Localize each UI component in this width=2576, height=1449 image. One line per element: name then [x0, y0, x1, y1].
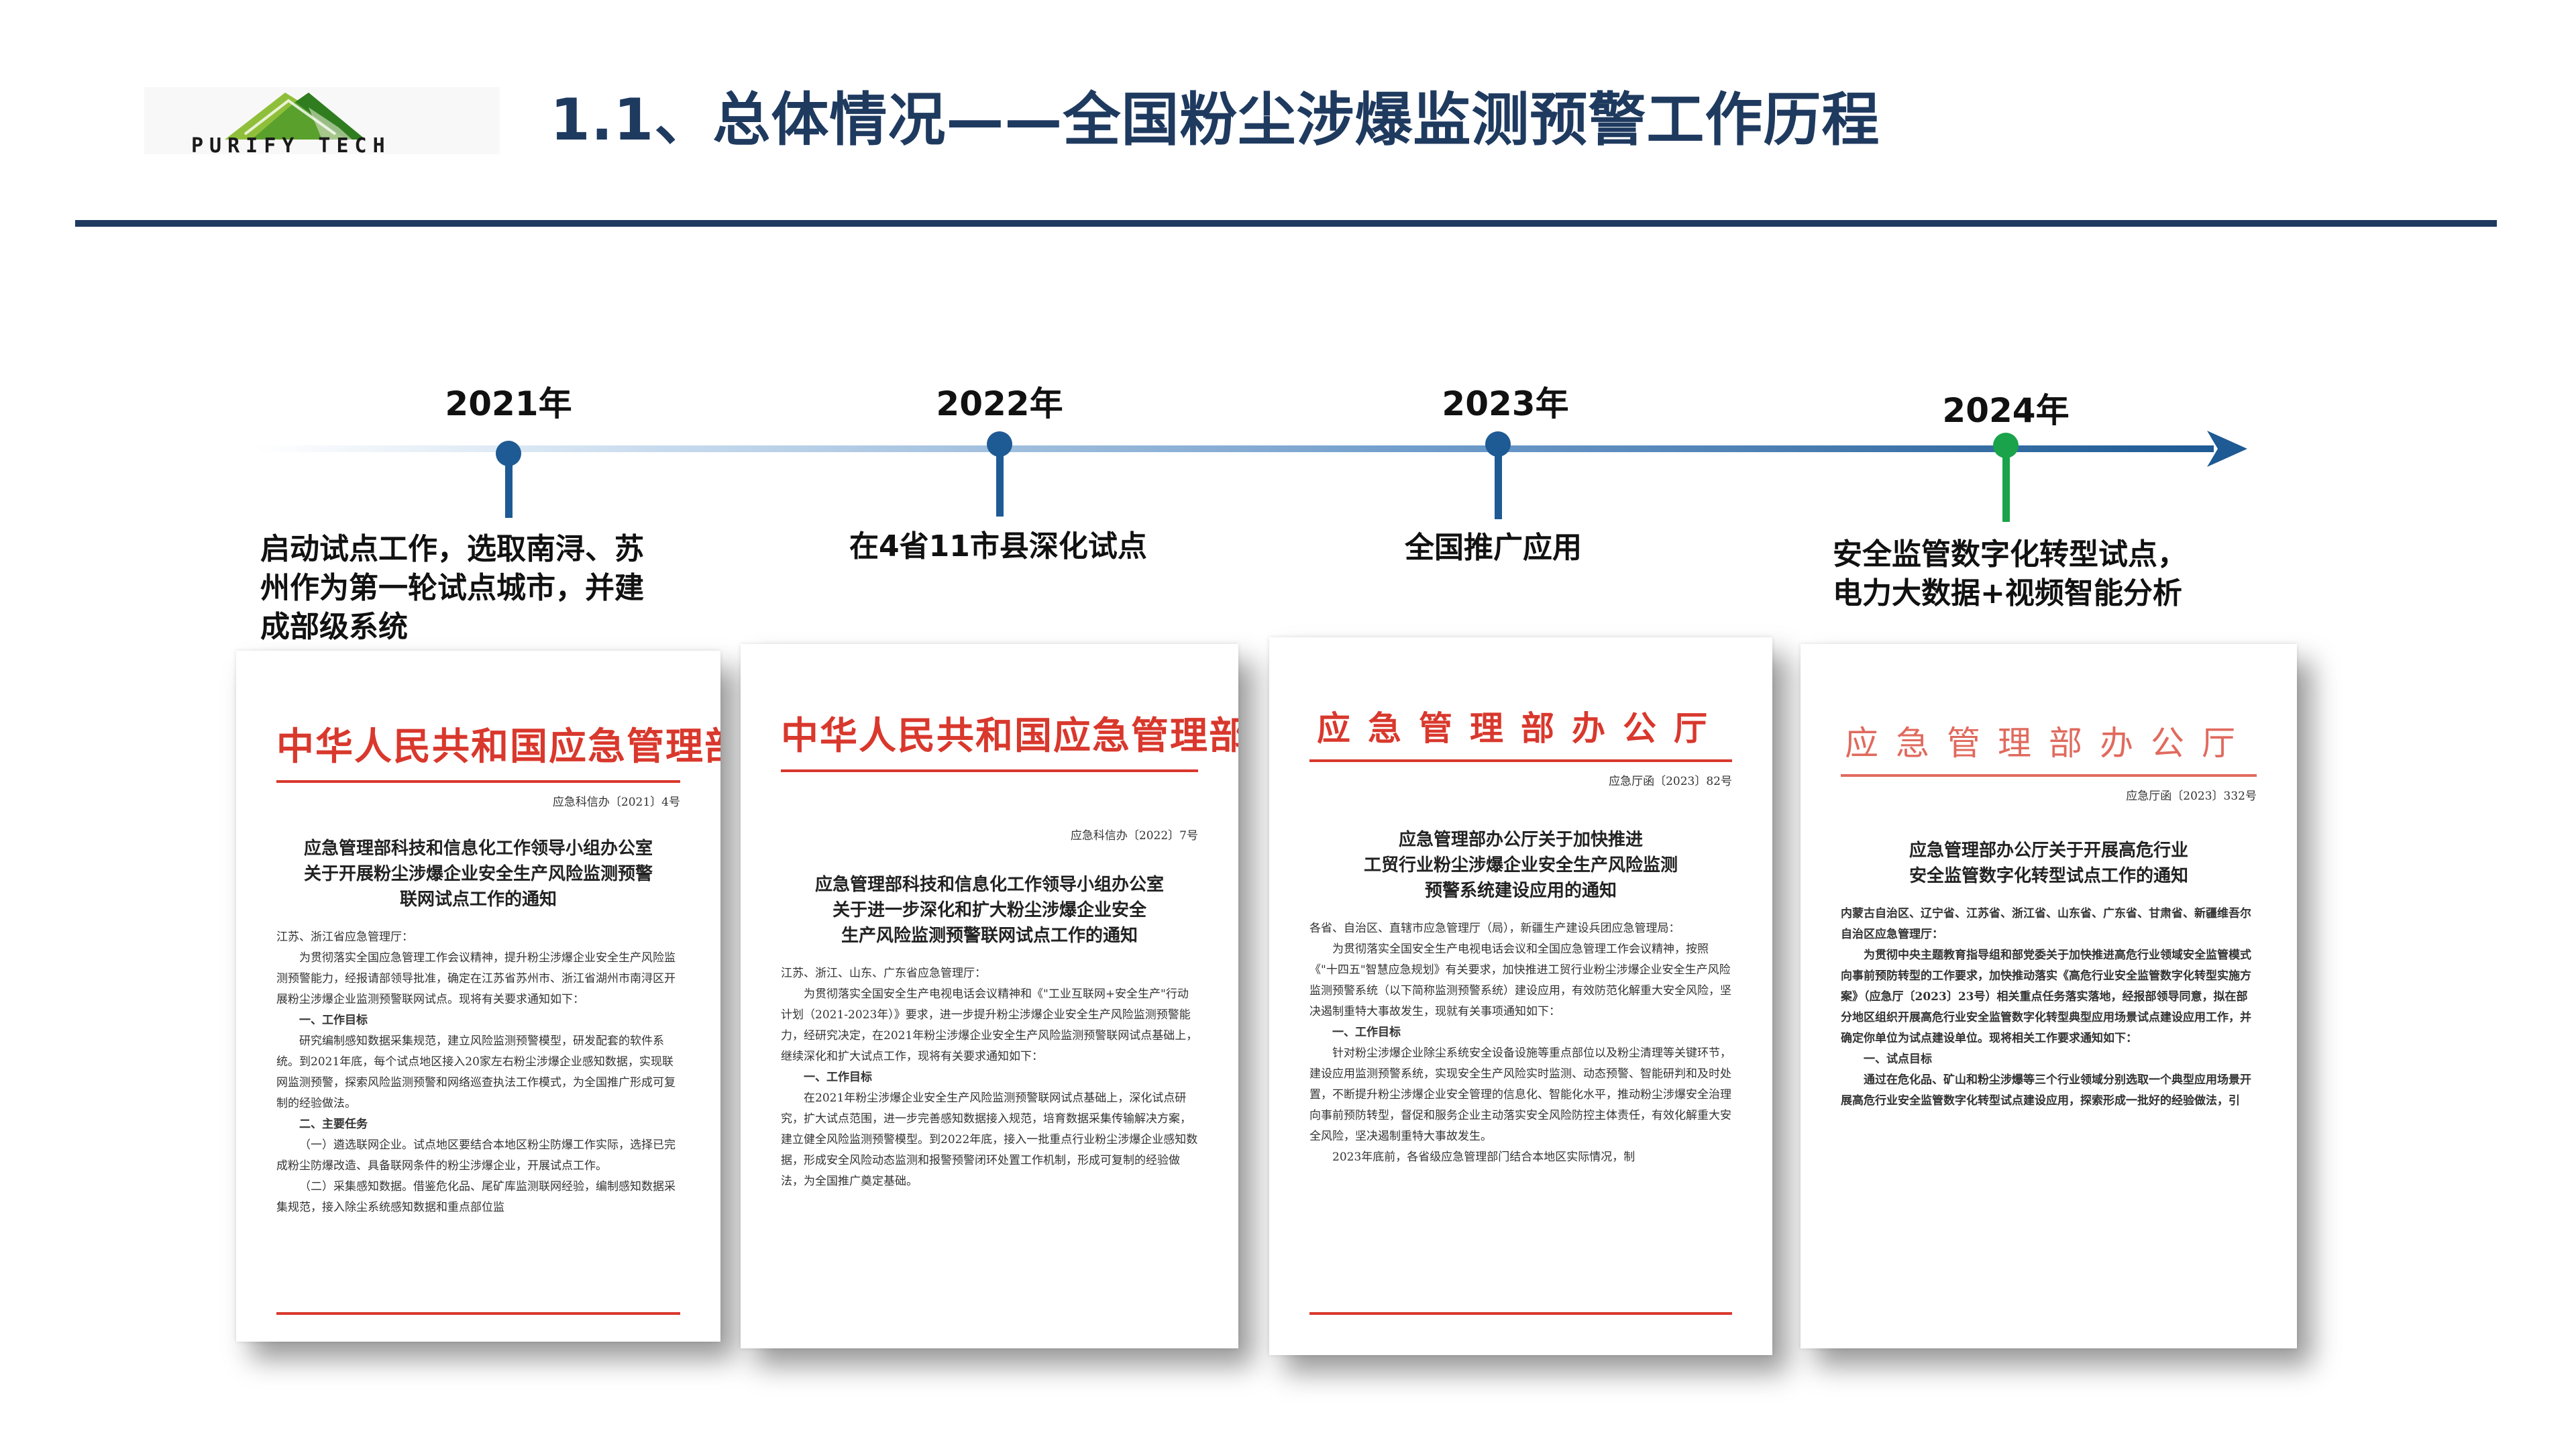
doc-header-rule	[781, 769, 1198, 772]
doc-header-rule	[276, 780, 680, 783]
timeline-line	[255, 445, 2214, 452]
doc-section-heading: 二、主要任务	[299, 1118, 368, 1131]
doc-title: 应急管理部科技和信息化工作领导小组办公室 关于开展粉尘涉爆企业安全生产风险监测预…	[276, 836, 680, 912]
doc-title-line: 关于进一步深化和扩大粉尘涉爆企业安全	[832, 900, 1146, 920]
milestone-2022-desc: 在4省11市县深化试点	[849, 527, 1319, 566]
doc-header: 中华人民共和国应急管理部	[781, 714, 1238, 758]
timeline-arrow	[2207, 431, 2247, 467]
milestone-2021-line: 州作为第一轮试点城市，并建	[260, 571, 644, 605]
doc-paragraph: 通过在危化品、矿山和粉尘涉爆等三个行业领域分别选取一个典型应用场景开展高危行业安…	[1841, 1073, 2251, 1108]
page-title: 1.1、总体情况——全国粉尘涉爆监测预警工作历程	[550, 87, 1880, 154]
doc-title-line: 应急管理部科技和信息化工作领导小组办公室	[303, 839, 653, 859]
title-divider	[75, 220, 2497, 227]
doc-paragraph: 内蒙古自治区、辽宁省、江苏省、浙江省、山东省、广东省、甘肃省、新疆维吾尔自治区应…	[1841, 907, 2251, 941]
milestone-2021-line: 成部级系统	[260, 610, 408, 644]
doc-footer-rule	[276, 1312, 680, 1315]
doc-section-heading: 一、工作目标	[1332, 1026, 1401, 1039]
doc-paragraph: 江苏、浙江、山东、广东省应急管理厅：	[781, 967, 986, 980]
doc-header: 应急管理部办公厅	[1845, 724, 2253, 763]
doc-paragraph: 为贯彻落实全国安全生产电视电话会议精神和《"工业互联网+安全生产"行动计划（20…	[781, 987, 1198, 1063]
doc-body: 各省、自治区、直辖市应急管理厅（局），新疆生产建设兵团应急管理局： 为贯彻落实全国…	[1309, 918, 1732, 1168]
logo-text: PURIFY TECH	[191, 134, 391, 158]
doc-body: 内蒙古自治区、辽宁省、江苏省、浙江省、山东省、广东省、甘肃省、新疆维吾尔自治区应…	[1841, 904, 2257, 1112]
milestone-2023-line: 全国推广应用	[1405, 531, 1582, 565]
doc-number: 应急厅函〔2023〕332号	[2126, 790, 2257, 803]
year-label-2022: 2022年	[936, 384, 1063, 423]
doc-number: 应急厅函〔2023〕82号	[1609, 775, 1732, 788]
doc-title-line: 应急管理部办公厅关于开展高危行业	[1909, 841, 2188, 861]
doc-paragraph: 各省、自治区、直辖市应急管理厅（局），新疆生产建设兵团应急管理局：	[1309, 922, 1680, 935]
milestone-2022-line: 在4省11市县深化试点	[849, 529, 1147, 564]
doc-section-heading: 一、工作目标	[299, 1014, 368, 1027]
doc-paragraph: 为贯彻中央主题教育指导组和部党委关于加快推进高危行业领域安全监管模式向事前预防转…	[1841, 949, 2251, 1045]
doc-title: 应急管理部科技和信息化工作领导小组办公室 关于进一步深化和扩大粉尘涉爆企业安全 …	[781, 872, 1198, 949]
year-label-2021: 2021年	[445, 384, 572, 423]
doc-paragraph: （一）遴选联网企业。试点地区要结合本地区粉尘防爆工作实际，选择已完成粉尘防爆改造…	[276, 1138, 676, 1173]
doc-title-line: 关于开展粉尘涉爆企业安全生产风险监测预警	[303, 864, 653, 884]
doc-number: 应急科信办〔2021〕4号	[552, 796, 680, 809]
milestone-2021-line: 启动试点工作，选取南浔、苏	[260, 532, 644, 566]
doc-title: 应急管理部办公厅关于开展高危行业 安全监管数字化转型试点工作的通知	[1841, 838, 2257, 889]
doc-section-heading: 一、试点目标	[1864, 1053, 1932, 1066]
doc-paragraph: 江苏、浙江省应急管理厅：	[276, 930, 413, 944]
doc-title-line: 安全监管数字化转型试点工作的通知	[1909, 866, 2188, 886]
doc-title-line: 应急管理部办公厅关于加快推进	[1398, 830, 1643, 850]
document-2022: 中华人民共和国应急管理部 应急科信办〔2022〕7号 应急管理部科技和信息化工作…	[741, 644, 1238, 1348]
milestone-2024-desc: 安全监管数字化转型试点， 电力大数据+视频智能分析	[1833, 535, 2369, 613]
doc-header: 中华人民共和国应急管理部	[276, 724, 720, 769]
doc-title-line: 联网试点工作的通知	[399, 890, 557, 910]
milestone-2024-line: 电力大数据+视频智能分析	[1833, 576, 2182, 610]
doc-body: 江苏、浙江、山东、广东省应急管理厅： 为贯彻落实全国安全生产电视电话会议精神和《"…	[781, 963, 1198, 1192]
document-2024: 应急管理部办公厅 应急厅函〔2023〕332号 应急管理部办公厅关于开展高危行业…	[1801, 644, 2297, 1348]
doc-title-line: 预警系统建设应用的通知	[1424, 881, 1617, 901]
doc-footer-rule	[1309, 1312, 1732, 1315]
year-label-2024: 2024年	[1942, 391, 2070, 430]
doc-title-line: 应急管理部科技和信息化工作领导小组办公室	[814, 875, 1164, 895]
milestone-2023-desc: 全国推广应用	[1405, 529, 1807, 568]
doc-paragraph: 研究编制感知数据采集规范，建立风险监测预警模型，研发配套的软件系统。到2021年…	[276, 1034, 676, 1110]
doc-body: 江苏、浙江省应急管理厅： 为贯彻落实全国应急管理工作会议精神，提升粉尘涉爆企业安全…	[276, 927, 680, 1218]
doc-header: 应急管理部办公厅	[1317, 708, 1725, 748]
doc-number: 应急科信办〔2022〕7号	[1070, 829, 1198, 843]
document-2021: 中华人民共和国应急管理部 应急科信办〔2021〕4号 应急管理部科技和信息化工作…	[236, 651, 720, 1342]
doc-paragraph: 为贯彻落实全国安全生产电视电话会议和全国应急管理工作会议精神，按照《"十四五"智…	[1309, 943, 1731, 1018]
doc-section-heading: 一、工作目标	[804, 1071, 872, 1084]
doc-title-line: 工贸行业粉尘涉爆企业安全生产风险监测	[1363, 855, 1678, 875]
milestone-2021-desc: 启动试点工作，选取南浔、苏 州作为第一轮试点城市，并建 成部级系统	[260, 530, 730, 647]
doc-title-line: 生产风险监测预警联网试点工作的通知	[841, 926, 1138, 946]
milestone-2024-line: 安全监管数字化转型试点，	[1833, 537, 2187, 572]
company-logo	[144, 87, 500, 154]
doc-header-rule	[1309, 759, 1732, 762]
doc-paragraph: 在2021年粉尘涉爆企业安全生产风险监测预警联网试点基础上，深化试点研究，扩大试…	[781, 1091, 1198, 1188]
doc-paragraph: 2023年底前，各省级应急管理部门结合本地区实际情况，制	[1332, 1150, 1635, 1164]
timeline	[255, 431, 2247, 467]
doc-paragraph: （二）采集感知数据。借鉴危化品、尾矿库监测联网经验，编制感知数据采集规范，接入除…	[276, 1180, 676, 1214]
year-label-2023: 2023年	[1442, 384, 1569, 423]
doc-title: 应急管理部办公厅关于加快推进 工贸行业粉尘涉爆企业安全生产风险监测 预警系统建设…	[1309, 827, 1732, 904]
doc-paragraph: 为贯彻落实全国应急管理工作会议精神，提升粉尘涉爆企业安全生产风险监测预警能力，经…	[276, 951, 676, 1006]
doc-header-rule	[1841, 774, 2257, 777]
doc-paragraph: 针对粉尘涉爆企业除尘系统安全设备设施等重点部位以及粉尘清理等关键环节，建设应用监…	[1309, 1046, 1731, 1143]
document-2023: 应急管理部办公厅 应急厅函〔2023〕82号 应急管理部办公厅关于加快推进 工贸…	[1269, 637, 1772, 1355]
